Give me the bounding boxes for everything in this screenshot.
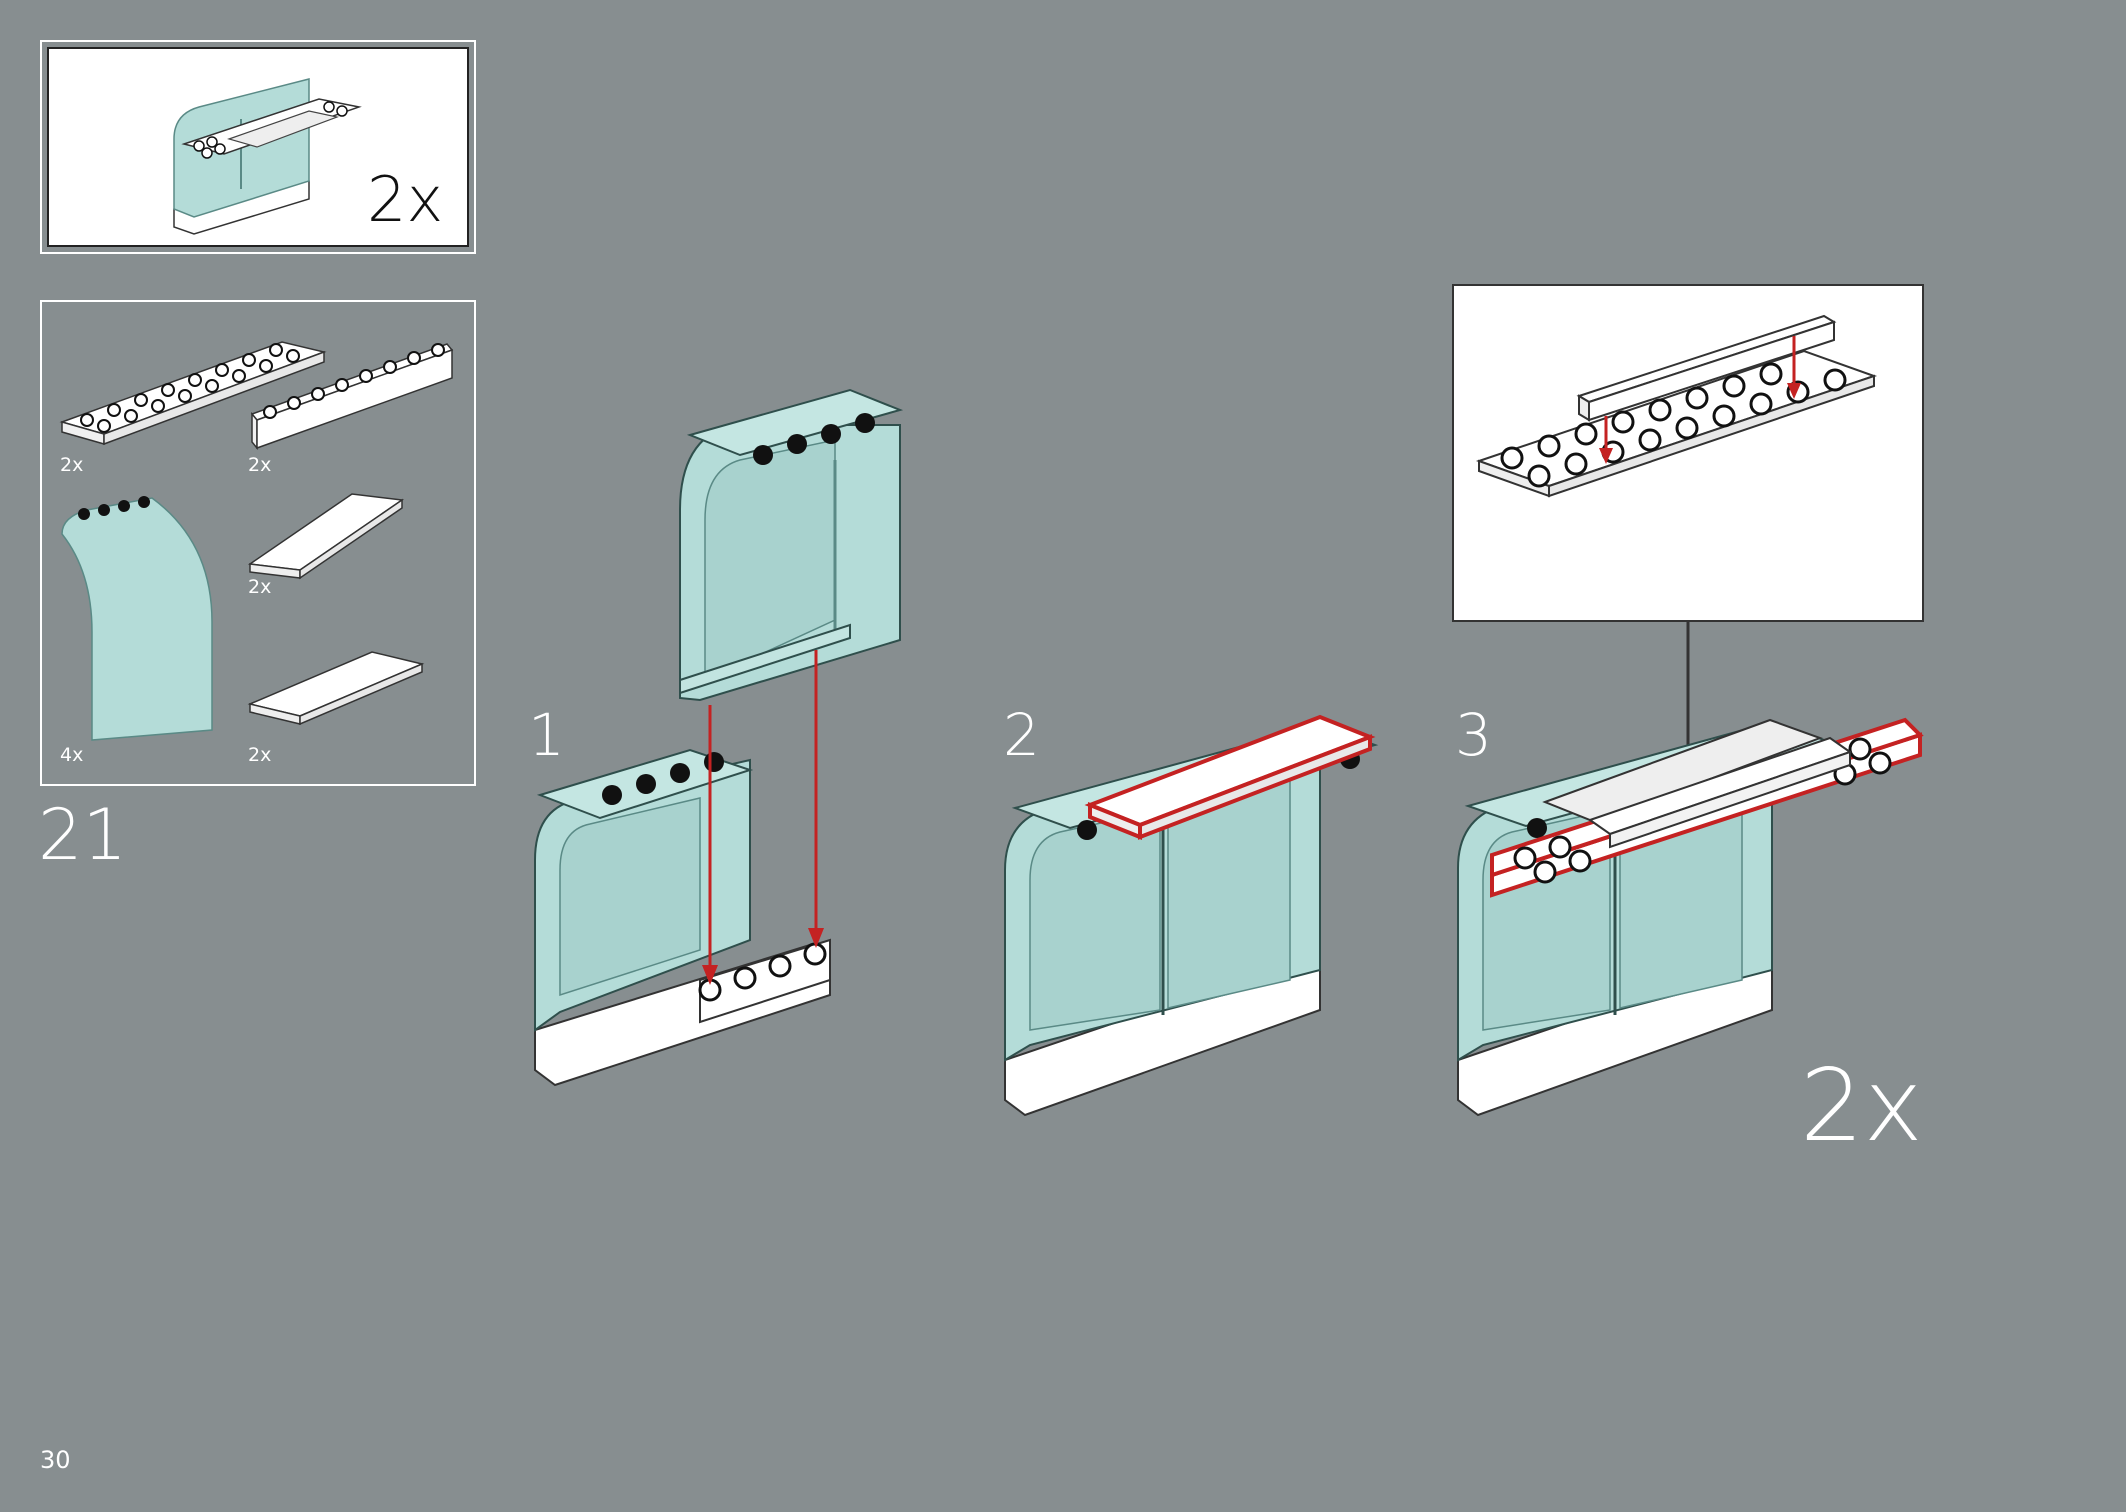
glass-panel-lower xyxy=(534,748,831,1087)
parts-illustration xyxy=(59,341,454,741)
plate-2x8-callout xyxy=(1475,349,1878,498)
tile-2x4-base xyxy=(1542,718,1823,824)
substep-1-illustration xyxy=(534,388,904,1087)
arrow-red-left xyxy=(702,705,718,985)
part-qty-tile-2x4: 2x xyxy=(248,744,272,766)
part-qty-curved-glass: 4x xyxy=(60,744,84,766)
submodel-illustration xyxy=(173,78,362,235)
tile-1x4-icon xyxy=(247,493,405,580)
substep-2-number: 2 xyxy=(1003,701,1040,769)
submodel-count: 2x xyxy=(367,163,444,236)
page-number: 30 xyxy=(40,1446,71,1474)
submodel-callout: 2x xyxy=(40,40,476,254)
part-qty-tile-1x4: 2x xyxy=(248,576,272,598)
callout-arrow-left xyxy=(1599,416,1613,464)
substep-2-illustration xyxy=(1004,714,1379,1117)
plate-2x8-icon xyxy=(59,341,327,446)
glass-panel-upper xyxy=(679,388,904,702)
part-qty-plate-1x8: 2x xyxy=(248,454,272,476)
callout-illustration xyxy=(1475,314,1878,498)
step-number: 21 xyxy=(38,794,128,876)
part-qty-plate-2x8: 2x xyxy=(60,454,84,476)
tile-1x4-placed xyxy=(1587,736,1853,849)
curved-glass-panel-icon xyxy=(61,496,213,741)
arrow-red-right xyxy=(808,650,824,948)
substep-1-number: 1 xyxy=(528,701,565,769)
parts-list-box: 2x 2x 2x 4x 2x xyxy=(40,300,476,786)
substep-3-illustration xyxy=(1457,620,1924,1117)
submodel-inner-box: 2x xyxy=(47,47,469,247)
substep-3-callout xyxy=(1452,284,1924,622)
tile-1x4-floating xyxy=(1576,314,1837,422)
tile-2x4-highlighted xyxy=(1084,714,1376,840)
substep-3-number: 3 xyxy=(1455,701,1492,769)
plate-1x8-icon xyxy=(250,343,454,451)
tile-2x4-icon xyxy=(247,651,425,726)
callout-arrow-right xyxy=(1787,336,1801,399)
final-count: 2x xyxy=(1800,1047,1923,1164)
